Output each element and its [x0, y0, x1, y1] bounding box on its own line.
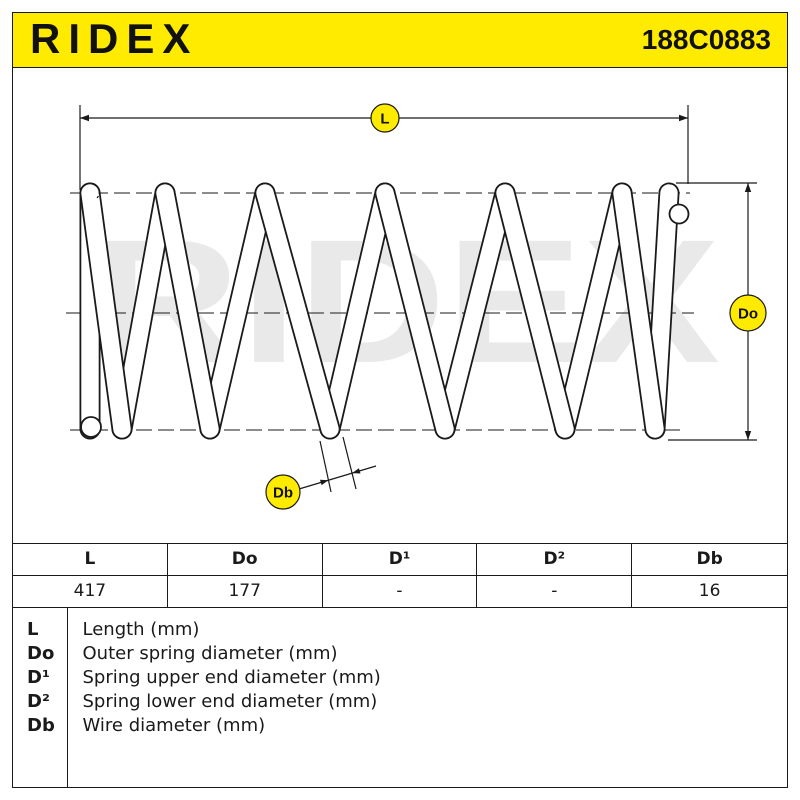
arrow-up — [744, 183, 752, 192]
coil-segment-front — [79, 182, 133, 440]
legend-description: Spring lower end diameter (mm) — [82, 691, 378, 712]
legend: L Do D¹ D² Db Length (mm) Outer spring d… — [12, 608, 788, 788]
value-upper-end-diameter: - — [323, 575, 478, 607]
wire-fill — [556, 184, 631, 438]
header-band: RIDEX 188C0883 — [12, 12, 788, 68]
value-length: 417 — [13, 575, 168, 607]
brand-logo: RIDEX — [30, 15, 199, 62]
length-label: L — [380, 110, 389, 127]
coil-segment-back — [111, 182, 176, 440]
coil-segment-front — [611, 182, 666, 440]
value-lower-end-diameter: - — [477, 575, 633, 607]
column-header-wire-diameter: Db — [632, 544, 787, 576]
column-header-lower-end-diameter: D² — [477, 544, 633, 576]
coil-segment-front — [374, 182, 456, 440]
outer-diameter-label: Do — [738, 305, 758, 322]
dimensions-table: L Do D¹ D² Db 417 177 - - 16 — [12, 543, 788, 608]
column-header-upper-end-diameter: D¹ — [322, 544, 478, 576]
coil-segment-back — [199, 182, 276, 440]
coil-segment-back — [319, 182, 396, 440]
legend-abbr: Do — [27, 643, 55, 664]
wire-fill — [201, 184, 274, 438]
legend-description: Spring upper end diameter (mm) — [82, 667, 381, 688]
wire-fill — [113, 184, 174, 438]
wire-fill — [436, 184, 514, 438]
coil-segment-front — [154, 182, 221, 440]
wire-diameter-label: Db — [273, 484, 293, 501]
part-number: 188C0883 — [641, 24, 771, 55]
drawing-frame — [12, 67, 788, 544]
legend-abbreviation-column: L Do D¹ D² Db — [13, 608, 68, 787]
value-wire-diameter: 16 — [698, 581, 721, 602]
wire-end-top-right — [668, 203, 690, 225]
length-dimension: L — [79, 103, 689, 190]
coil-segment-back — [434, 182, 516, 440]
coil-front-segments — [79, 182, 666, 440]
outer-diameter-dimension: Do — [668, 182, 767, 441]
wire-extension-1 — [319, 440, 332, 493]
coil-segment-front — [494, 182, 576, 440]
arrow-in-right — [319, 479, 329, 486]
arrow-right — [679, 114, 688, 122]
wire-diameter-label-badge — [265, 474, 301, 510]
spring-drawing: RIDEX — [66, 103, 767, 510]
legend-abbr: L — [27, 619, 39, 640]
wire-diameter-dimension: Db — [265, 436, 377, 510]
wire-dimension-line — [298, 465, 377, 490]
coil-segment-back — [554, 182, 633, 440]
value-outer-diameter: 177 — [168, 575, 323, 607]
legend-abbr: D¹ — [27, 667, 50, 688]
coil-back-segments — [79, 182, 680, 440]
legend-abbr: D² — [27, 691, 50, 712]
length-label-badge — [370, 103, 400, 133]
legend-description: Wire diameter (mm) — [82, 715, 266, 736]
wire-fill — [156, 184, 219, 438]
wire-ends — [80, 182, 690, 438]
coil-segment-front — [254, 182, 341, 440]
wire-extension-2 — [342, 436, 357, 490]
legend-description: Outer spring diameter (mm) — [82, 643, 338, 664]
wire-fill — [256, 184, 339, 438]
column-header-length: L — [13, 544, 168, 576]
arrow-down — [744, 431, 752, 440]
outer-diameter-label-badge — [729, 294, 767, 332]
wire-fill — [376, 184, 454, 438]
arrow-left — [80, 114, 89, 122]
wire-fill — [321, 184, 394, 438]
arrow-in-left — [352, 468, 361, 474]
legend-description: Length (mm) — [82, 619, 200, 640]
wire-end-bottom-left — [80, 416, 102, 438]
legend-abbr: Db — [27, 715, 55, 736]
wire-fill — [613, 184, 664, 438]
wire-fill — [81, 184, 131, 438]
wire-fill — [496, 184, 574, 438]
legend-description-column: Length (mm) Outer spring diameter (mm) S… — [68, 608, 787, 787]
column-header-outer-diameter: Do — [167, 544, 323, 576]
